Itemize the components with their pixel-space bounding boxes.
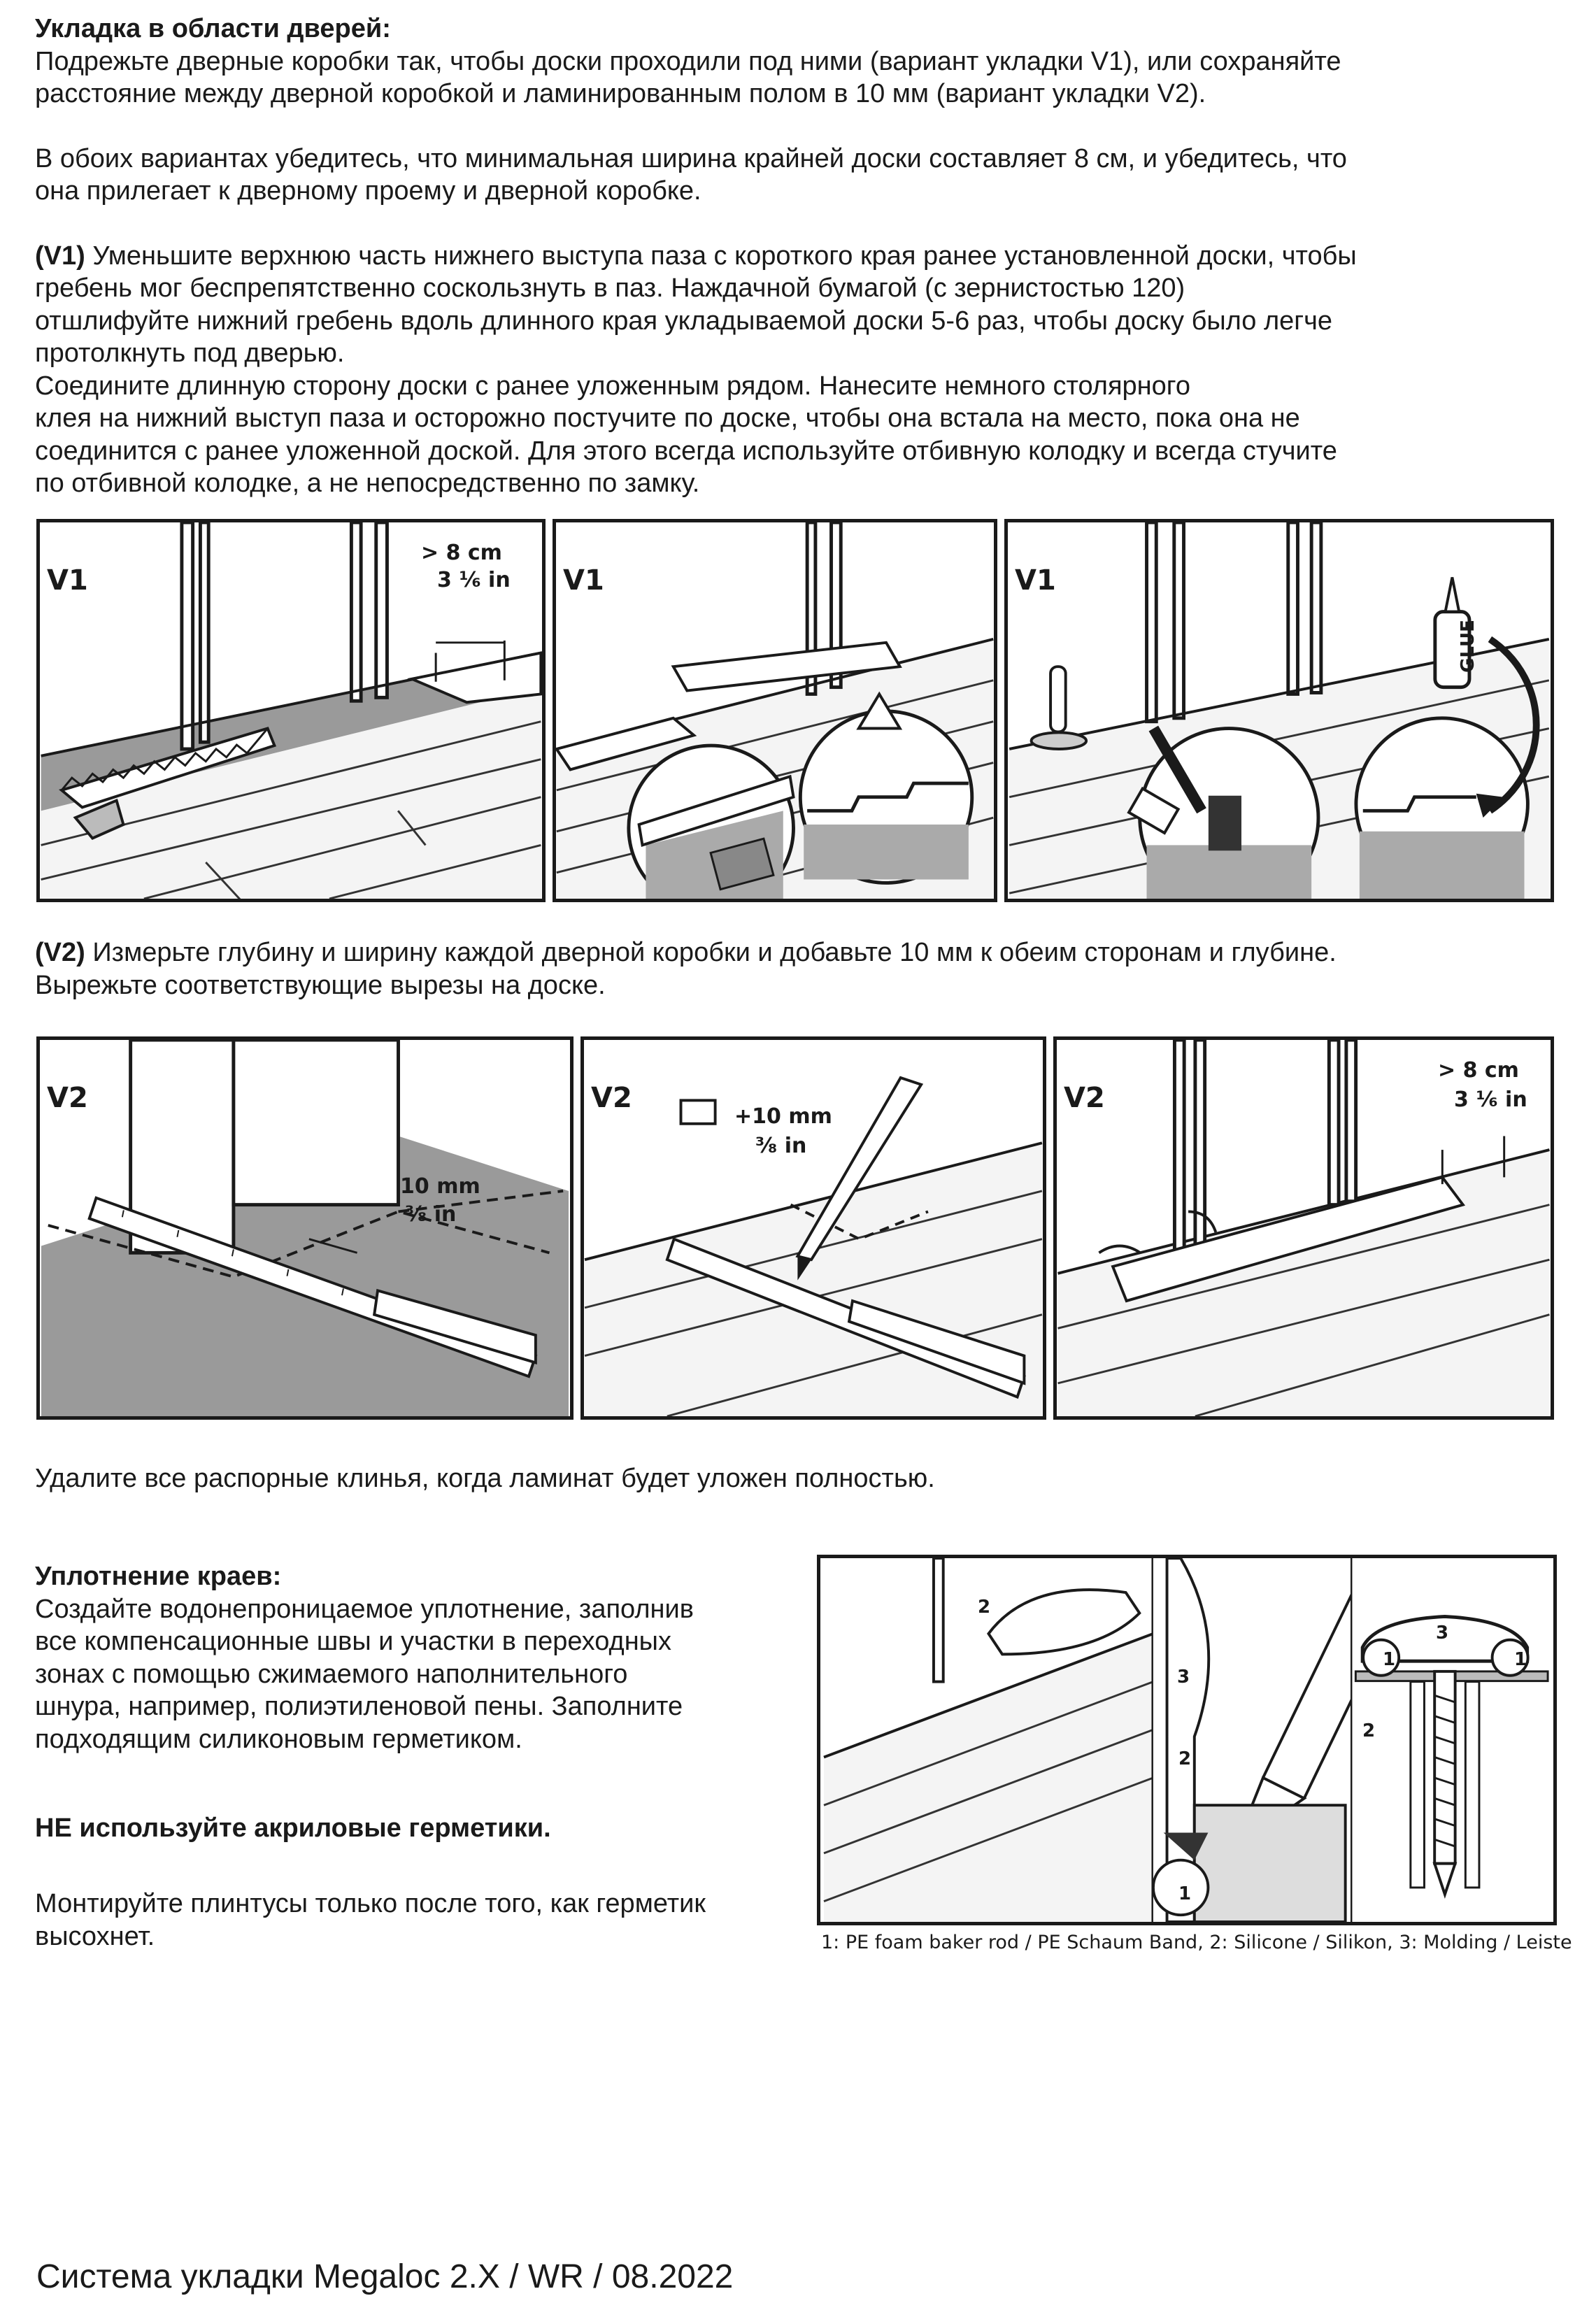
plank-fitting-illustration: [1057, 1040, 1550, 1416]
v1-line: по отбивной колодке, а не непосредственн…: [35, 469, 700, 498]
v1-line: Соедините длинную сторону доски с ранее …: [35, 371, 1190, 401]
dimension-in: 3 ¹⁄₆ in: [1454, 1088, 1527, 1112]
panel-label: V2: [47, 1082, 88, 1114]
door-section-text: Укладка в области дверей: Подрежьте двер…: [35, 13, 1357, 500]
callout-molding: 3: [1436, 1623, 1449, 1644]
mount-text: Монтируйте плинтусы только после того, к…: [35, 1888, 706, 1953]
seal-figure-legend: 1: PE foam baker rod / PE Schaum Band, 2…: [821, 1932, 1572, 1953]
mount-line: Монтируйте плинтусы только после того, к…: [35, 1889, 706, 1918]
v1-line: протолкнуть под дверью.: [35, 338, 345, 368]
sanding-tongue-illustration: [556, 522, 994, 899]
width-line: она прилегает к дверному проему и дверно…: [35, 176, 701, 206]
callout-silicone: 2: [1362, 1720, 1376, 1741]
v1-panel-sanding: V1: [553, 519, 997, 902]
door-section-heading: Укладка в области дверей:: [35, 14, 391, 43]
dimension-in: ³⁄₈ in: [405, 1202, 457, 1227]
pencil-marking-illustration: [584, 1040, 1043, 1416]
panel-label: V1: [47, 564, 88, 597]
intro-line: расстояние между дверной коробкой и лами…: [35, 79, 1206, 108]
width-line: В обоих вариантах убедитесь, что минимал…: [35, 143, 1347, 173]
intro-line: Подрежьте дверные коробки так, чтобы дос…: [35, 46, 1341, 76]
panel-label: V2: [1064, 1082, 1105, 1114]
v2-line: Измерьте глубину и ширину каждой дверной…: [85, 938, 1337, 967]
panel-label: V1: [563, 564, 604, 597]
v1-line: соединится с ранее уложенной доской. Для…: [35, 436, 1337, 466]
callout-silicone: 2: [1178, 1748, 1192, 1769]
sealing-line: Создайте водонепроницаемое уплотнение, з…: [35, 1594, 694, 1624]
v2-panel-fitting: V2 > 8 cm 3 ¹⁄₆ in: [1053, 1036, 1554, 1420]
dimension-in: ³⁄₈ in: [755, 1134, 807, 1158]
sealing-heading: Уплотнение краев:: [35, 1562, 282, 1591]
callout-baker-rod: 1: [1383, 1649, 1396, 1670]
dimension-cm: > 8 cm: [421, 541, 502, 565]
v1-label: (V1): [35, 241, 85, 271]
mount-line: высохнет.: [35, 1921, 155, 1951]
v1-line: Уменьшите верхнюю часть нижнего выступа …: [85, 241, 1357, 271]
dimension-mm: 10 mm: [400, 1174, 480, 1199]
callout-baker-rod: 1: [1514, 1649, 1527, 1670]
glue-tapping-illustration: [1009, 522, 1550, 899]
seal-figure-panel: 2 3 2 1 1 3 1 2: [817, 1555, 1557, 1925]
callout-silicone: 2: [978, 1597, 991, 1618]
v1-line: отшлифуйте нижний гребень вдоль длинного…: [35, 306, 1333, 336]
saw-cutting-illustration: [41, 522, 542, 899]
v1-panel-glue: V1 GLUE: [1004, 519, 1554, 902]
panel-label: V2: [591, 1082, 632, 1114]
v2-line: Вырежьте соответствующие вырезы на доске…: [35, 970, 606, 1000]
v1-panel-saw: V1 > 8 cm 3 ¹⁄₆ in: [36, 519, 546, 902]
sealing-line: шнура, например, полиэтиленовой пены. За…: [35, 1692, 683, 1721]
footer: Система укладки Megaloc 2.X / WR / 08.20…: [36, 2258, 734, 2295]
v2-text: (V2) Измерьте глубину и ширину каждой дв…: [35, 936, 1337, 1001]
sealing-line: все компенсационные швы и участки в пере…: [35, 1627, 671, 1656]
v2-panel-marking: V2 +10 mm ³⁄₈ in: [580, 1036, 1046, 1420]
dimension-cm: > 8 cm: [1438, 1058, 1519, 1083]
callout-baker-rod: 1: [1178, 1883, 1192, 1904]
v1-line: гребень мог беспрепятственно соскользнут…: [35, 273, 1185, 303]
sealing-section-text: Уплотнение краев: Создайте водонепроница…: [35, 1560, 694, 1755]
panel-label: V1: [1015, 564, 1056, 597]
sealing-line: зонах с помощью сжимаемого наполнительно…: [35, 1659, 628, 1689]
remove-wedges-text: Удалите все распорные клинья, когда лами…: [35, 1464, 935, 1493]
glue-bottle-label: GLUE: [1457, 620, 1479, 673]
dimension-mm: +10 mm: [734, 1104, 832, 1129]
v2-label: (V2): [35, 938, 85, 967]
v2-panel-measure: V2 10 mm ³⁄₈ in: [36, 1036, 573, 1420]
sealing-line: подходящим силиконовым герметиком.: [35, 1724, 522, 1754]
dimension-in: 3 ¹⁄₆ in: [437, 568, 511, 592]
callout-molding: 3: [1177, 1667, 1190, 1688]
sealing-warning: НЕ используйте акриловые герметики.: [35, 1813, 551, 1843]
measure-frame-illustration: [41, 1040, 569, 1416]
sealing-illustration: [823, 1558, 1551, 1922]
v1-line: клея на нижний выступ паза и осторожно п…: [35, 404, 1300, 433]
